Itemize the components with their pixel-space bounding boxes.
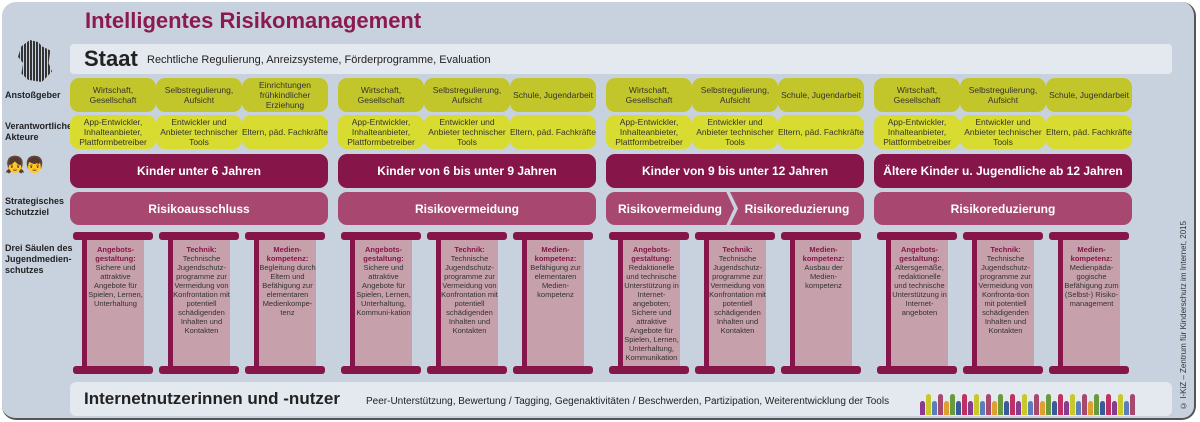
pillar-head: Medien-kompetenz: [534, 245, 577, 263]
pillar-head: Medien-kompetenz: [802, 245, 845, 263]
pillar-text: Technische Jugendschutz-programme zur Ve… [709, 254, 766, 335]
akteure-cell: Eltern, päd. Fachkräfte [778, 115, 864, 149]
pillar-head: Medien-kompetenz: [1070, 245, 1113, 263]
label-saeulen: Drei Säulen des Jugendmedien-schutzes [5, 243, 73, 275]
pillar-text: Technische Jugendschutz-programme zur Ve… [173, 254, 230, 335]
pillar-text: Befähigung zur elementaren Medien-kompet… [530, 263, 581, 299]
crowd-icon [920, 385, 1140, 415]
pillar: Technik:Technische Jugendschutz-programm… [963, 232, 1043, 374]
label-anstoss: Anstoßgeber [5, 90, 61, 100]
akteure-cell: App-Entwickler, Inhalteanbieter, Plattfo… [606, 115, 692, 149]
schutzziel: Risikovermeidung [338, 192, 596, 225]
pillar-text: Medienpäda-gogische Befähigung zum (Selb… [1064, 263, 1119, 308]
staat-label: Staat [84, 46, 138, 71]
children-icon: 👧👦 [5, 157, 45, 174]
pillar: Angebots-gestaltung:Altersgemäße, redakt… [877, 232, 957, 374]
akteure-cell: Entwickler und Anbieter technischer Tool… [156, 115, 242, 149]
pillar: Technik:Technische Jugendschutz-programm… [159, 232, 239, 374]
pillar: Technik:Technische Jugendschutz-programm… [695, 232, 775, 374]
akteure-cell: Entwickler und Anbieter technischer Tool… [692, 115, 778, 149]
schutzziel: Risikoreduzierung [874, 192, 1132, 225]
pillar: Medien-kompetenz:Befähigung zur elementa… [513, 232, 593, 374]
pillar: Angebots-gestaltung:Sichere und attrakti… [341, 232, 421, 374]
staat-text: Rechtliche Regulierung, Anreizsysteme, F… [147, 54, 491, 66]
copyright: © I-KiZ – Zentrum für Kinderschutz im In… [1179, 220, 1188, 410]
pillar-text: Sichere und attraktive Angebote für Spie… [88, 263, 143, 308]
akteure-cell: Entwickler und Anbieter technischer Tool… [424, 115, 510, 149]
akteure-cell: App-Entwickler, Inhalteanbieter, Plattfo… [338, 115, 424, 149]
page-title: Intelligentes Risikomanagement [85, 8, 422, 33]
pillar: Medien-kompetenz:Ausbau der Medien-kompe… [781, 232, 861, 374]
pillar-head: Angebots-gestaltung: [899, 245, 940, 263]
pillar: Technik:Technische Jugendschutz-programm… [427, 232, 507, 374]
akteure-cell: Eltern, päd. Fachkräfte [242, 115, 328, 149]
staat-band: Staat Rechtliche Regulierung, Anreizsyste… [70, 44, 1172, 74]
anstoss-cell: Einrichtungen frühkindlicher Erziehung [242, 78, 328, 112]
anstoss-cell: Schule, Jugendarbeit [1046, 78, 1132, 112]
pillar: Medien-kompetenz:Medienpäda-gogische Bef… [1049, 232, 1129, 374]
label-akteure: Verantwortliche Akteure [5, 121, 73, 142]
anstoss-cell: Wirtschaft, Gesellschaft [606, 78, 692, 112]
pillar-head: Technik: [990, 245, 1021, 254]
pillar: Angebots-gestaltung:Redaktionelle und te… [609, 232, 689, 374]
pillar-text: Technische Jugendschutz-programme zur Ve… [978, 254, 1033, 335]
schutzziel: Risikoreduzierung [730, 192, 864, 225]
age-group: Ältere Kinder u. Jugendliche ab 12 Jahre… [874, 154, 1132, 188]
akteure-cell: Eltern, päd. Fachkräfte [510, 115, 596, 149]
anstoss-cell: Selbstregulierung, Aufsicht [692, 78, 778, 112]
label-ziel: Strategisches Schutzziel [5, 196, 65, 217]
pillar-head: Angebots-gestaltung: [631, 245, 672, 263]
pillar-text: Redaktionelle und technische Unterstützu… [624, 263, 679, 362]
users-text: Peer-Unterstützung, Bewertung / Tagging,… [366, 396, 890, 407]
pillar-text: Ausbau der Medien-kompetenz [804, 263, 843, 290]
pillar: Medien-kompetenz:Begleitung durch Eltern… [245, 232, 325, 374]
akteure-cell: App-Entwickler, Inhalteanbieter, Plattfo… [874, 115, 960, 149]
anstoss-cell: Selbstregulierung, Aufsicht [424, 78, 510, 112]
anstoss-cell: Wirtschaft, Gesellschaft [70, 78, 156, 112]
pillar-text: Altersgemäße, redaktionelle und technisc… [892, 263, 947, 317]
users-label: Internetnutzerinnen und -nutzer [84, 389, 340, 408]
pillar-head: Technik: [186, 245, 217, 254]
pillar-head: Technik: [454, 245, 485, 254]
pillar-head: Angebots-gestaltung: [95, 245, 136, 263]
age-group: Kinder von 6 bis unter 9 Jahren [338, 154, 596, 188]
pillar-head: Technik: [722, 245, 753, 254]
anstoss-cell: Wirtschaft, Gesellschaft [874, 78, 960, 112]
pillar-text: Begleitung durch Eltern und Befähigung z… [259, 263, 316, 317]
age-group: Kinder unter 6 Jahren [70, 154, 328, 188]
pillar-text: Sichere und attraktive Angebote für Spie… [356, 263, 411, 317]
anstoss-cell: Wirtschaft, Gesellschaft [338, 78, 424, 112]
age-group: Kinder von 9 bis unter 12 Jahren [606, 154, 864, 188]
anstoss-cell: Schule, Jugendarbeit [778, 78, 864, 112]
schutzziel: Risikovermeidung [606, 192, 734, 225]
anstoss-cell: Selbstregulierung, Aufsicht [960, 78, 1046, 112]
pillar-head: Angebots-gestaltung: [363, 245, 404, 263]
anstoss-cell: Selbstregulierung, Aufsicht [156, 78, 242, 112]
akteure-cell: Eltern, päd. Fachkräfte [1046, 115, 1132, 149]
pillar-head: Medien-kompetenz: [266, 245, 309, 263]
akteure-cell: Entwickler und Anbieter technischer Tool… [960, 115, 1046, 149]
pillar-text: Technische Jugendschutz-programme zur Ve… [441, 254, 498, 335]
akteure-cell: App-Entwickler, Inhalteanbieter, Plattfo… [70, 115, 156, 149]
anstoss-cell: Schule, Jugendarbeit [510, 78, 596, 112]
schutzziel: Risikoausschluss [70, 192, 328, 225]
pillar: Angebots-gestaltung:Sichere und attrakti… [73, 232, 153, 374]
